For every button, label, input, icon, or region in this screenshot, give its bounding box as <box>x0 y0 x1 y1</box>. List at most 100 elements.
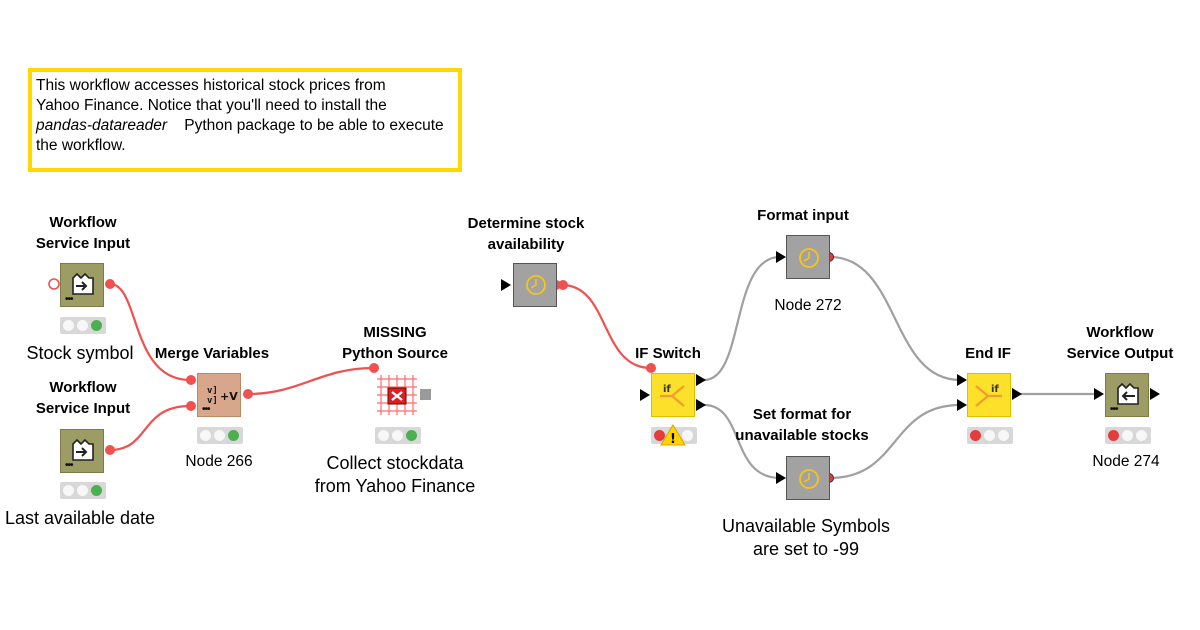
determine-in-port[interactable] <box>501 279 511 291</box>
service-input-icon <box>72 438 94 461</box>
wsi1-status-light <box>60 317 106 334</box>
endif-status-light <box>967 427 1013 444</box>
clock-icon <box>799 248 819 268</box>
warning-icon[interactable]: ! <box>660 423 686 447</box>
wso-title-line-1: Workflow <box>1086 324 1154 341</box>
ifswitch-flow-in-port[interactable] <box>646 363 656 373</box>
wso-dots: ••• <box>1110 404 1118 415</box>
python-title-line-1: MISSING <box>363 324 427 341</box>
wsi2-caption: Last available date <box>4 508 156 528</box>
merge-in-port-2[interactable] <box>186 401 196 411</box>
link-format-to-endif[interactable] <box>828 255 962 382</box>
svg-text:v]: v] <box>207 396 218 406</box>
annotation-line-4: the workflow. <box>36 137 126 154</box>
ifswitch-node[interactable]: if <box>651 373 695 417</box>
setformat-caption-line-2: are set to -99 <box>752 539 860 559</box>
wsi1-out-port[interactable] <box>105 279 115 289</box>
link-determine-to-ifswitch[interactable] <box>560 283 653 370</box>
merge-out-port[interactable] <box>243 389 253 399</box>
merge-node[interactable]: v] v] +V ••• <box>197 373 241 417</box>
merge-dots: ••• <box>202 404 210 415</box>
endif-out-port[interactable] <box>1012 388 1022 400</box>
merge-in-port-1[interactable] <box>186 375 196 385</box>
svg-text:v]: v] <box>207 386 218 396</box>
endif-title: End IF <box>965 345 1011 362</box>
wso-title: Workflow Service Output <box>1067 322 1174 364</box>
setformat-in-port[interactable] <box>776 472 786 484</box>
determine-metanode[interactable] <box>513 263 557 307</box>
endif-in-port-bottom[interactable] <box>957 399 967 411</box>
workflow-annotation[interactable]: This workflow accesses historical stock … <box>28 68 462 172</box>
merge-caption: Node 266 <box>185 453 253 470</box>
annotation-package-name: pandas-datareader <box>36 117 167 134</box>
endif-icon-text: if <box>991 384 999 395</box>
wso-out-port[interactable] <box>1150 388 1160 400</box>
link-ifswitch-to-format[interactable] <box>702 255 782 382</box>
ifswitch-out-port-top[interactable] <box>696 374 706 386</box>
wsi1-title-line-1: Workflow <box>49 214 117 231</box>
setformat-title-line-1: Set format for <box>752 406 852 423</box>
python-in-port[interactable] <box>369 363 379 373</box>
wso-title-line-2: Service Output <box>1066 345 1174 362</box>
wso-caption: Node 274 <box>1092 453 1160 470</box>
wsi1-in-port[interactable] <box>48 278 60 290</box>
link-wsi1-to-merge[interactable] <box>108 282 192 382</box>
ifswitch-title: IF Switch <box>635 345 701 362</box>
missing-node-icon <box>377 375 417 415</box>
setformat-title: Set format for unavailable stocks <box>735 404 868 446</box>
service-input-icon <box>72 272 94 295</box>
wso-node[interactable]: ••• <box>1105 373 1149 417</box>
setformat-metanode[interactable] <box>786 456 830 500</box>
clock-icon <box>799 469 819 489</box>
link-setformat-to-endif[interactable] <box>828 403 962 480</box>
wso-status-light <box>1105 427 1151 444</box>
ifswitch-out-port-bottom[interactable] <box>696 399 706 411</box>
setformat-caption: Unavailable Symbols are set to -99 <box>722 515 890 561</box>
annotation-line-3: pandas-datareader Python package to be a… <box>36 116 454 136</box>
service-output-icon <box>1117 382 1139 405</box>
python-caption-line-2: from Yahoo Finance <box>314 476 476 496</box>
wsi2-dots: ••• <box>65 460 73 471</box>
wsi2-title-line-1: Workflow <box>49 379 117 396</box>
python-title: MISSING Python Source <box>342 322 448 364</box>
endif-in-port-top[interactable] <box>957 374 967 386</box>
endif-node[interactable]: if <box>967 373 1011 417</box>
wsi1-caption: Stock symbol <box>26 343 134 363</box>
determine-out-port-2[interactable] <box>558 280 568 290</box>
merge-icon-text: +V <box>220 390 238 403</box>
wso-in-port[interactable] <box>1094 388 1104 400</box>
annotation-line-1: This workflow accesses historical stock … <box>36 77 386 94</box>
wsi1-title-line-2: Service Input <box>35 235 131 252</box>
determine-title-line-2: availability <box>487 236 565 253</box>
wsi2-title-line-2: Service Input <box>35 400 131 417</box>
merge-status-light <box>197 427 243 444</box>
wsi1-node[interactable]: ••• <box>60 263 104 307</box>
wsi2-out-port[interactable] <box>105 445 115 455</box>
python-status-light <box>375 427 421 444</box>
annotation-line-2: Yahoo Finance. Notice that you'll need t… <box>36 97 387 114</box>
wsi2-node[interactable]: ••• <box>60 429 104 473</box>
format-caption: Node 272 <box>774 297 842 314</box>
if-switch-icon: if <box>660 384 685 407</box>
wsi1-dots: ••• <box>65 294 73 305</box>
python-caption: Collect stockdata from Yahoo Finance <box>315 452 475 498</box>
python-title-line-2: Python Source <box>342 345 448 362</box>
wsi2-title: Workflow Service Input <box>36 377 130 419</box>
determine-title-line-1: Determine stock <box>467 215 585 232</box>
python-out-port[interactable] <box>420 389 431 400</box>
python-node[interactable] <box>375 373 419 417</box>
format-in-port[interactable] <box>776 251 786 263</box>
python-caption-line-1: Collect stockdata <box>326 453 464 473</box>
link-merge-to-python[interactable] <box>246 366 376 396</box>
end-if-icon: if <box>975 384 1002 407</box>
ifswitch-in-port[interactable] <box>640 389 650 401</box>
format-metanode[interactable] <box>786 235 830 279</box>
link-wsi2-to-merge[interactable] <box>108 404 192 452</box>
merge-variables-icon: v] v] +V <box>207 386 238 406</box>
determine-title: Determine stock availability <box>468 213 585 255</box>
format-title: Format input <box>757 207 849 224</box>
ifswitch-icon-text: if <box>663 384 671 395</box>
link-ifswitch-to-setformat[interactable] <box>702 403 782 480</box>
wsi2-status-light <box>60 482 106 499</box>
warning-glyph: ! <box>670 432 676 447</box>
